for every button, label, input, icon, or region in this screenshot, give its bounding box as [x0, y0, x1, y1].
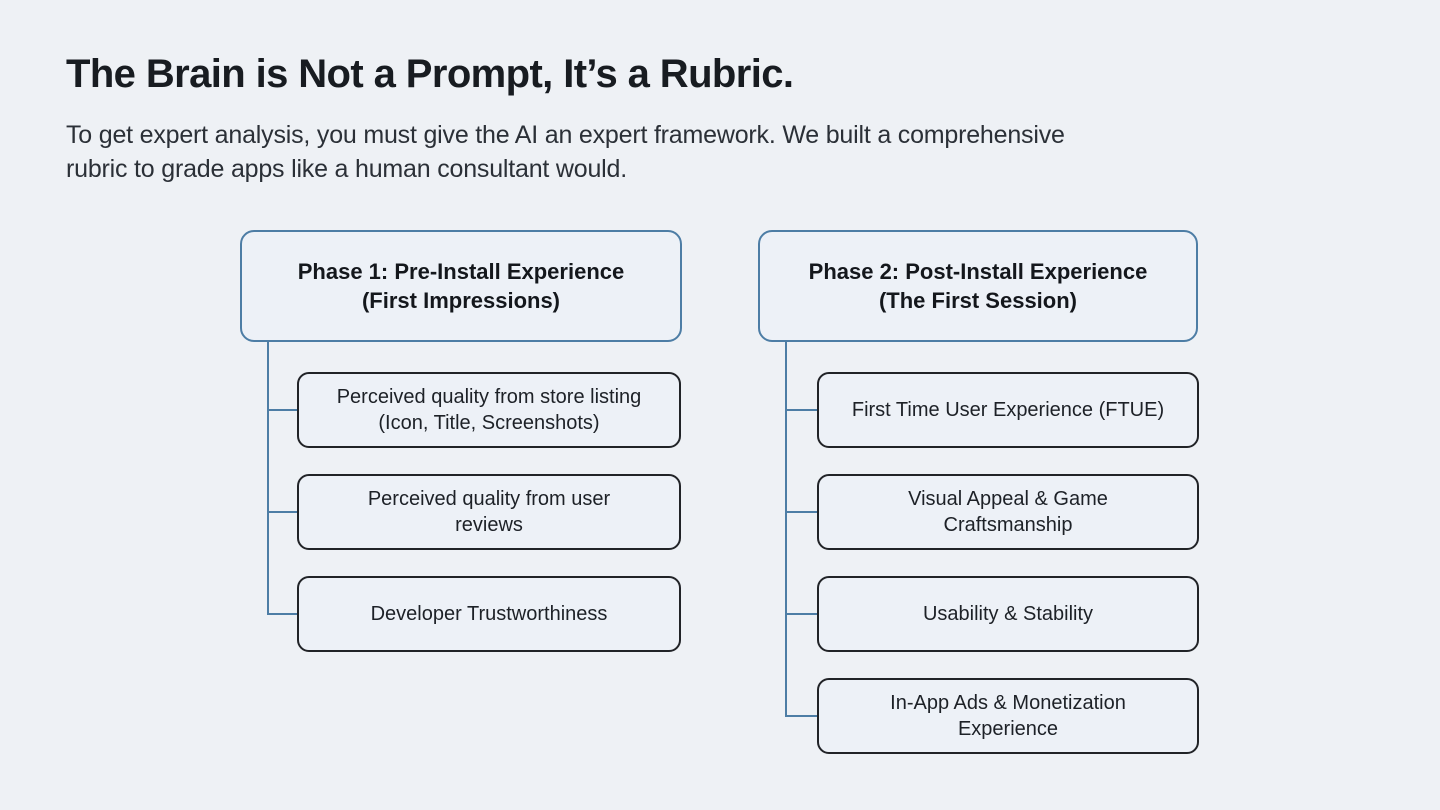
phase-1-criterion-store-listing: Perceived quality from store listing (Ic… [297, 372, 681, 448]
phase-1-criterion-developer-trust: Developer Trustworthiness [297, 576, 681, 652]
phase-2-criterion-visual-appeal: Visual Appeal & Game Craftsmanship [817, 474, 1199, 550]
slide-subtitle: To get expert analysis, you must give th… [66, 121, 1065, 183]
phase-2-criterion-usability: Usability & Stability [817, 576, 1199, 652]
phase-2-criterion-ftue: First Time User Experience (FTUE) [817, 372, 1199, 448]
phase-1-connector-branch-3 [267, 613, 297, 615]
phase-2-connector-branch-4 [785, 715, 817, 717]
phase-1-connector-branch-2 [267, 511, 297, 513]
phase-2-connector-branch-3 [785, 613, 817, 615]
phase-2-connector-branch-2 [785, 511, 817, 513]
phase-2-box: Phase 2: Post-Install Experience (The Fi… [758, 230, 1198, 342]
phase-1-criterion-user-reviews: Perceived quality from user reviews [297, 474, 681, 550]
phase-2-criterion-ads-monetization: In-App Ads & Monetization Experience [817, 678, 1199, 754]
phase-2-connector-trunk [785, 342, 787, 717]
phase-1-connector-trunk [267, 342, 269, 615]
slide-title: The Brain is Not a Prompt, It’s a Rubric… [66, 52, 794, 96]
phase-1-connector-branch-1 [267, 409, 297, 411]
phase-1-box: Phase 1: Pre-Install Experience (First I… [240, 230, 682, 342]
phase-2-connector-branch-1 [785, 409, 817, 411]
